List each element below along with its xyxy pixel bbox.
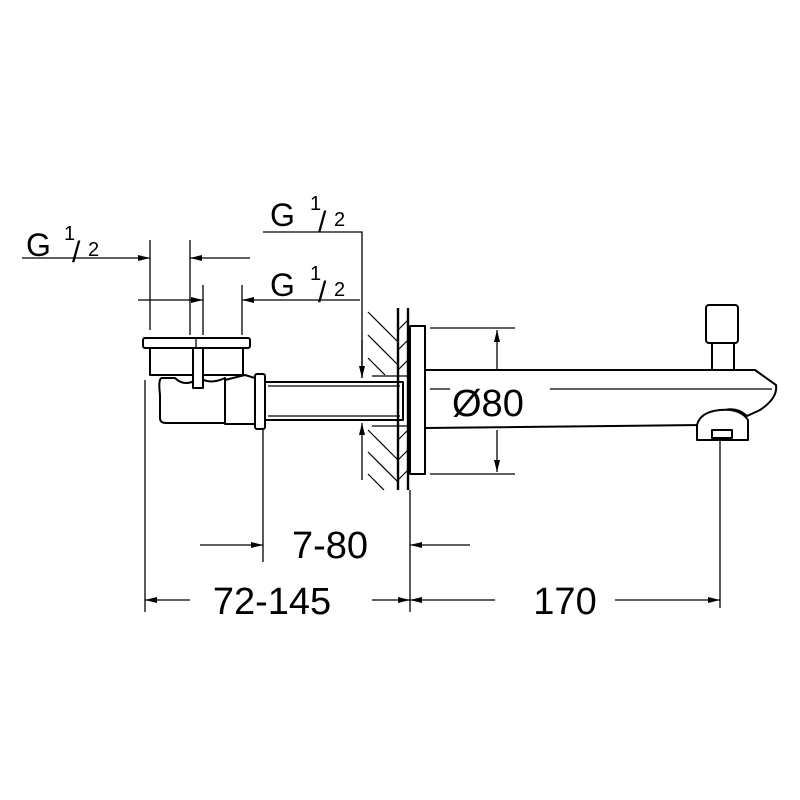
thread-label-mid: G 1 / 2 [270,263,345,309]
bottom-dimensions: 7-80 72-145 170 [144,380,721,623]
svg-text:2: 2 [88,239,99,261]
svg-text:G: G [270,267,295,303]
svg-text:170: 170 [533,581,596,623]
svg-text:1: 1 [64,223,75,245]
svg-text:7-80: 7-80 [292,525,368,567]
diverter-button [705,304,739,344]
diameter-dimension: Ø80 [430,327,550,475]
svg-text:/: / [72,236,81,269]
svg-text:72-145: 72-145 [213,581,331,623]
svg-text:1: 1 [310,193,321,215]
svg-text:1: 1 [310,263,321,285]
connection-fitting [142,337,404,430]
svg-text:/: / [318,276,327,309]
svg-text:G: G [270,197,295,233]
thread-label-top: G 1 / 2 [270,193,345,239]
wall-section [367,308,410,491]
svg-text:Ø80: Ø80 [452,383,524,425]
thread-label-left: G 1 / 2 [26,223,99,269]
svg-text:2: 2 [334,209,345,231]
svg-text:G: G [26,227,51,263]
thread-dimensions [22,231,365,480]
svg-text:2: 2 [334,279,345,301]
svg-text:/: / [318,206,327,239]
